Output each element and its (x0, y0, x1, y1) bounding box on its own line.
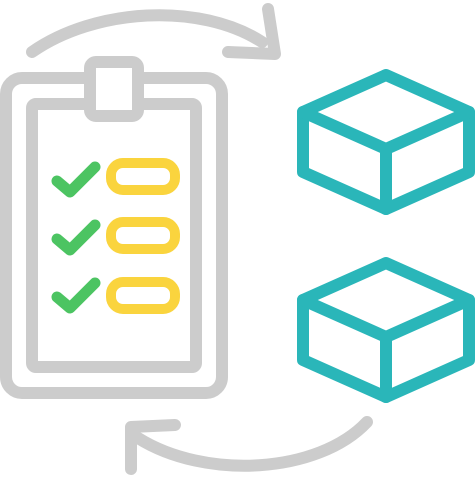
checklist-item (51, 217, 180, 256)
top-cycle-arrow-icon (26, 3, 281, 60)
cube-outline (297, 69, 475, 215)
bottom-arrow-arc (132, 416, 373, 472)
bottom-arrow-head (125, 419, 181, 475)
checklist-item (51, 277, 180, 314)
checklist (51, 158, 180, 314)
bottom-cycle-arrow-icon (125, 416, 373, 475)
clipboard-icon (0, 56, 228, 399)
line-item-bar (106, 277, 180, 314)
top-arrow-arc (26, 9, 268, 58)
check-icon (51, 219, 101, 256)
checklist-item (51, 158, 180, 198)
check-icon (51, 277, 101, 314)
clipboard-clip (84, 56, 144, 122)
cube-box-icon (297, 69, 475, 215)
cube-outline (297, 257, 475, 403)
top-arrow-head (222, 3, 281, 60)
cube-box-icon (297, 257, 475, 403)
check-icon (51, 161, 101, 198)
line-item-bar (106, 217, 180, 254)
line-item-bar (106, 158, 180, 195)
